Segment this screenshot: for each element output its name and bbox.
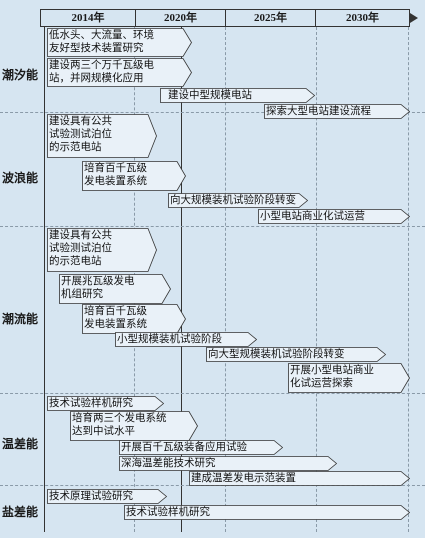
- category-current: 潮流能: [2, 312, 39, 326]
- arrow-bar-shape: [119, 456, 338, 471]
- arrow-bar-shape: [160, 88, 316, 103]
- year-2020: 2020年: [136, 10, 226, 26]
- task-thermal-deep-sea: 深海温差能技术研究: [119, 456, 338, 471]
- grid-line-2020: [181, 27, 182, 532]
- arrow-bar-shape: [59, 274, 171, 304]
- grid-line-mid-2: [225, 27, 226, 532]
- arrow-bar-shape: [82, 161, 186, 191]
- task-thermal-pilot-systems: 培育两三个发电系统 达到中试水平: [70, 411, 198, 441]
- arrow-bar-shape: [82, 304, 186, 334]
- category-wave: 波浪能: [2, 171, 39, 185]
- arrow-bar-shape: [47, 489, 168, 504]
- task-current-small-scale: 小型规模装机试验阶段: [115, 332, 258, 347]
- arrow-bar-shape: [264, 104, 411, 119]
- task-thermal-prototype: 技术试验样机研究: [47, 396, 165, 411]
- arrow-bar-shape: [258, 209, 411, 224]
- arrow-bar-shape: [288, 363, 410, 393]
- task-current-demo-station: 建设具有公共 试验测试泊位 的示范电站: [47, 228, 157, 272]
- arrow-bar-shape: [47, 58, 192, 87]
- task-wave-commercial: 小型电站商业化试运营: [258, 209, 411, 224]
- separator-wave-current: [0, 226, 425, 227]
- arrow-bar-shape: [168, 193, 309, 208]
- grid-line-end: [408, 27, 409, 532]
- task-wave-demo-station: 建设具有公共 试验测试泊位 的示范电站: [47, 114, 157, 158]
- arrow-bar-shape: [47, 28, 192, 57]
- category-salinity: 盐差能: [2, 505, 39, 519]
- year-2025: 2025年: [226, 10, 316, 26]
- arrow-bar-shape: [189, 471, 411, 486]
- task-wave-100kw-system: 培育百千瓦级 发电装置系统: [82, 161, 186, 191]
- separator-tidal-wave: [0, 112, 425, 113]
- task-salinity-prototype: 技术试验样机研究: [124, 505, 411, 520]
- year-2014: 2014年: [41, 10, 136, 26]
- arrow-bar-shape: [206, 347, 387, 362]
- task-wave-large-scale: 向大规模装机试验阶段转变: [168, 193, 309, 208]
- task-tidal-medium-station: 建设中型规模电站: [160, 88, 316, 103]
- arrow-bar-shape: [124, 505, 411, 520]
- timeline-axis: 2014年 2020年 2025年 2030年: [40, 9, 418, 27]
- grid-line-2014: [44, 27, 45, 532]
- task-current-100kw-system: 培育百千瓦级 发电装置系统: [82, 304, 186, 334]
- task-tidal-grid-stations: 建设两三个万千瓦级电 站，并网规模化应用: [47, 58, 192, 87]
- task-current-mw-unit: 开展兆瓦级发电 机组研究: [59, 274, 171, 304]
- category-tidal: 潮汐能: [2, 68, 39, 82]
- category-thermal: 温差能: [2, 437, 39, 451]
- task-current-large-scale: 向大型规模装机试验阶段转变: [206, 347, 387, 362]
- arrow-bar-shape: [47, 396, 165, 411]
- arrow-bar-shape: [119, 440, 284, 455]
- task-current-commercial: 开展小型电站商业 化试运营探索: [288, 363, 410, 393]
- separator-current-thermal: [0, 393, 425, 394]
- task-thermal-100kw-trial: 开展百千瓦级装备应用试验: [119, 440, 284, 455]
- arrow-bar-shape: [70, 411, 198, 441]
- axis-arrow-icon: [410, 13, 418, 23]
- task-tidal-tech-research: 低水头、大流量、环境 友好型技术装置研究: [47, 28, 192, 57]
- arrow-bar-shape: [47, 228, 157, 272]
- grid-line-mid-3: [316, 27, 317, 532]
- arrow-bar-shape: [115, 332, 258, 347]
- year-2030: 2030年: [346, 12, 379, 24]
- task-salinity-principle: 技术原理试验研究: [47, 489, 168, 504]
- task-thermal-demo-device: 建成温差发电示范装置: [189, 471, 411, 486]
- task-tidal-large-station: 探索大型电站建设流程: [264, 104, 411, 119]
- arrow-bar-shape: [47, 114, 157, 158]
